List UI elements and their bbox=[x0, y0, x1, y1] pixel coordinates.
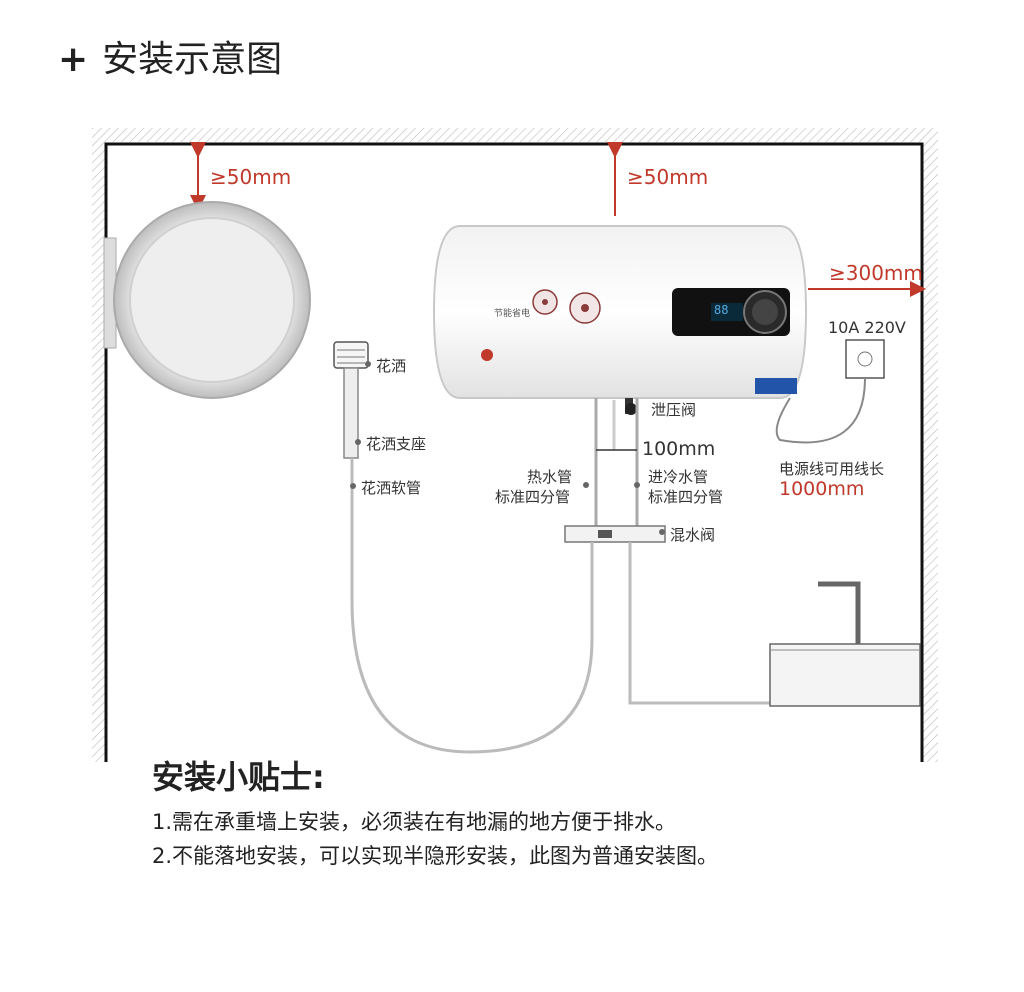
heater-brand: 节能省电 bbox=[494, 309, 531, 319]
dim-top-center: ≥50mm bbox=[627, 165, 709, 189]
dim-cable-length: 1000mm bbox=[779, 478, 865, 500]
label-relief-valve: 泄压阀 bbox=[651, 401, 697, 419]
label-mixing-valve: 混水阀 bbox=[670, 526, 716, 544]
water-heater-tank bbox=[432, 225, 808, 399]
plus-icon: + bbox=[58, 39, 89, 80]
label-hot-pipe: 热水管 bbox=[527, 468, 573, 486]
drain-pipe bbox=[628, 542, 780, 705]
heater-display: 88 bbox=[714, 303, 729, 317]
label-cable: 电源线可用线长 bbox=[779, 460, 885, 478]
shower-head-part bbox=[333, 341, 369, 459]
sink-part bbox=[769, 581, 921, 707]
relief-valve-part bbox=[625, 398, 637, 415]
shower-hose-line bbox=[350, 458, 594, 754]
tip-item-2: 2.不能落地安装，可以实现半隐形安装，此图为普通安装图。 bbox=[152, 844, 719, 868]
page-heading: + 安装示意图 bbox=[58, 30, 282, 82]
page-title: 安装示意图 bbox=[102, 39, 283, 80]
tips-title: 安装小贴士: bbox=[152, 758, 325, 796]
dim-top-left: ≥50mm bbox=[210, 165, 292, 189]
heater-end-view bbox=[103, 201, 311, 399]
power-socket-part bbox=[775, 339, 885, 444]
pipes bbox=[594, 398, 639, 528]
label-shower-holder: 花洒支座 bbox=[366, 435, 427, 453]
wall-hatching bbox=[92, 128, 938, 762]
tip-item-1: 1.需在承重墙上安装，必须装在有地漏的地方便于排水。 bbox=[152, 810, 677, 834]
wall-outline bbox=[104, 142, 924, 762]
label-power-spec: 10A 220V bbox=[828, 318, 906, 337]
label-shower-hose: 花洒软管 bbox=[361, 479, 422, 497]
mixing-valve-part bbox=[564, 525, 666, 543]
label-shower: 花洒 bbox=[376, 357, 407, 375]
label-hot-pipe-spec: 标准四分管 bbox=[495, 488, 571, 506]
dim-right: ≥300mm bbox=[829, 261, 923, 285]
label-markers bbox=[350, 361, 665, 535]
label-cold-pipe-spec: 标准四分管 bbox=[648, 488, 724, 506]
label-cold-pipe: 进冷水管 bbox=[648, 468, 709, 486]
dim-pipe-gap: 100mm bbox=[642, 438, 716, 460]
